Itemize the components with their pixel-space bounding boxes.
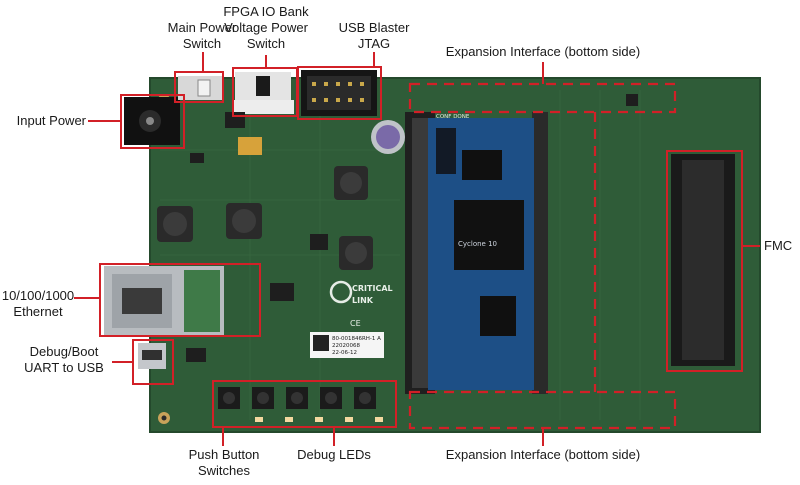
ethernet-jack-part: [104, 266, 224, 336]
critical-link-logo: [329, 280, 353, 304]
label-expansion-bottom: Expansion Interface (bottom side): [445, 447, 641, 462]
serial-line1: 80-001846RH-1 A: [332, 336, 381, 342]
serial-label-sticker: [310, 332, 384, 358]
brand-line1: CRITICAL: [352, 284, 393, 293]
label-debug-leds: Debug LEDs: [297, 447, 371, 462]
conf-done-marking: CONF DONE: [436, 114, 470, 120]
module-brand: Cyclone 10: [458, 240, 497, 248]
box-expansion-top: [408, 82, 677, 114]
fmc-connector-part: [671, 154, 735, 366]
label-main-power-switch: Main Power Switch: [167, 20, 237, 51]
main-power-switch-part: [178, 76, 222, 100]
label-input-power: Input Power: [16, 113, 86, 128]
label-expansion-top: Expansion Interface (bottom side): [445, 44, 641, 59]
som-module: [428, 118, 534, 390]
jtag-header-part: [301, 70, 377, 116]
label-debug-boot-uart: Debug/Boot UART to USB: [24, 344, 104, 375]
box-fmc: [666, 150, 743, 372]
ce-mark: CE: [350, 319, 361, 328]
serial-line3: 22-06-12: [332, 350, 357, 356]
capacitor: [238, 120, 405, 155]
label-usb-blaster-jtag: USB Blaster JTAG: [338, 20, 410, 51]
box-main-power-switch: [174, 71, 224, 103]
inductor: [157, 166, 373, 270]
label-fpga-io-bank-switch: FPGA IO Bank Voltage Power Switch: [223, 4, 309, 51]
label-push-button-switches: Push Button Switches: [188, 447, 260, 478]
push-buttons-part: [218, 387, 376, 409]
box-usb-blaster-jtag: [297, 66, 382, 120]
label-fmc: FMC: [764, 238, 793, 253]
fpga-io-bank-switch-part: [232, 72, 294, 114]
micro-usb-part: [138, 343, 206, 369]
serial-line2: 22020068: [332, 343, 360, 349]
brand-line2: LINK: [352, 296, 374, 305]
input-power-jack: [124, 97, 180, 145]
debug-leds-part: [255, 417, 383, 422]
label-ethernet: 10/100/1000 Ethernet: [1, 288, 75, 319]
box-push-buttons-leds: [212, 380, 397, 428]
box-ethernet: [99, 263, 261, 337]
